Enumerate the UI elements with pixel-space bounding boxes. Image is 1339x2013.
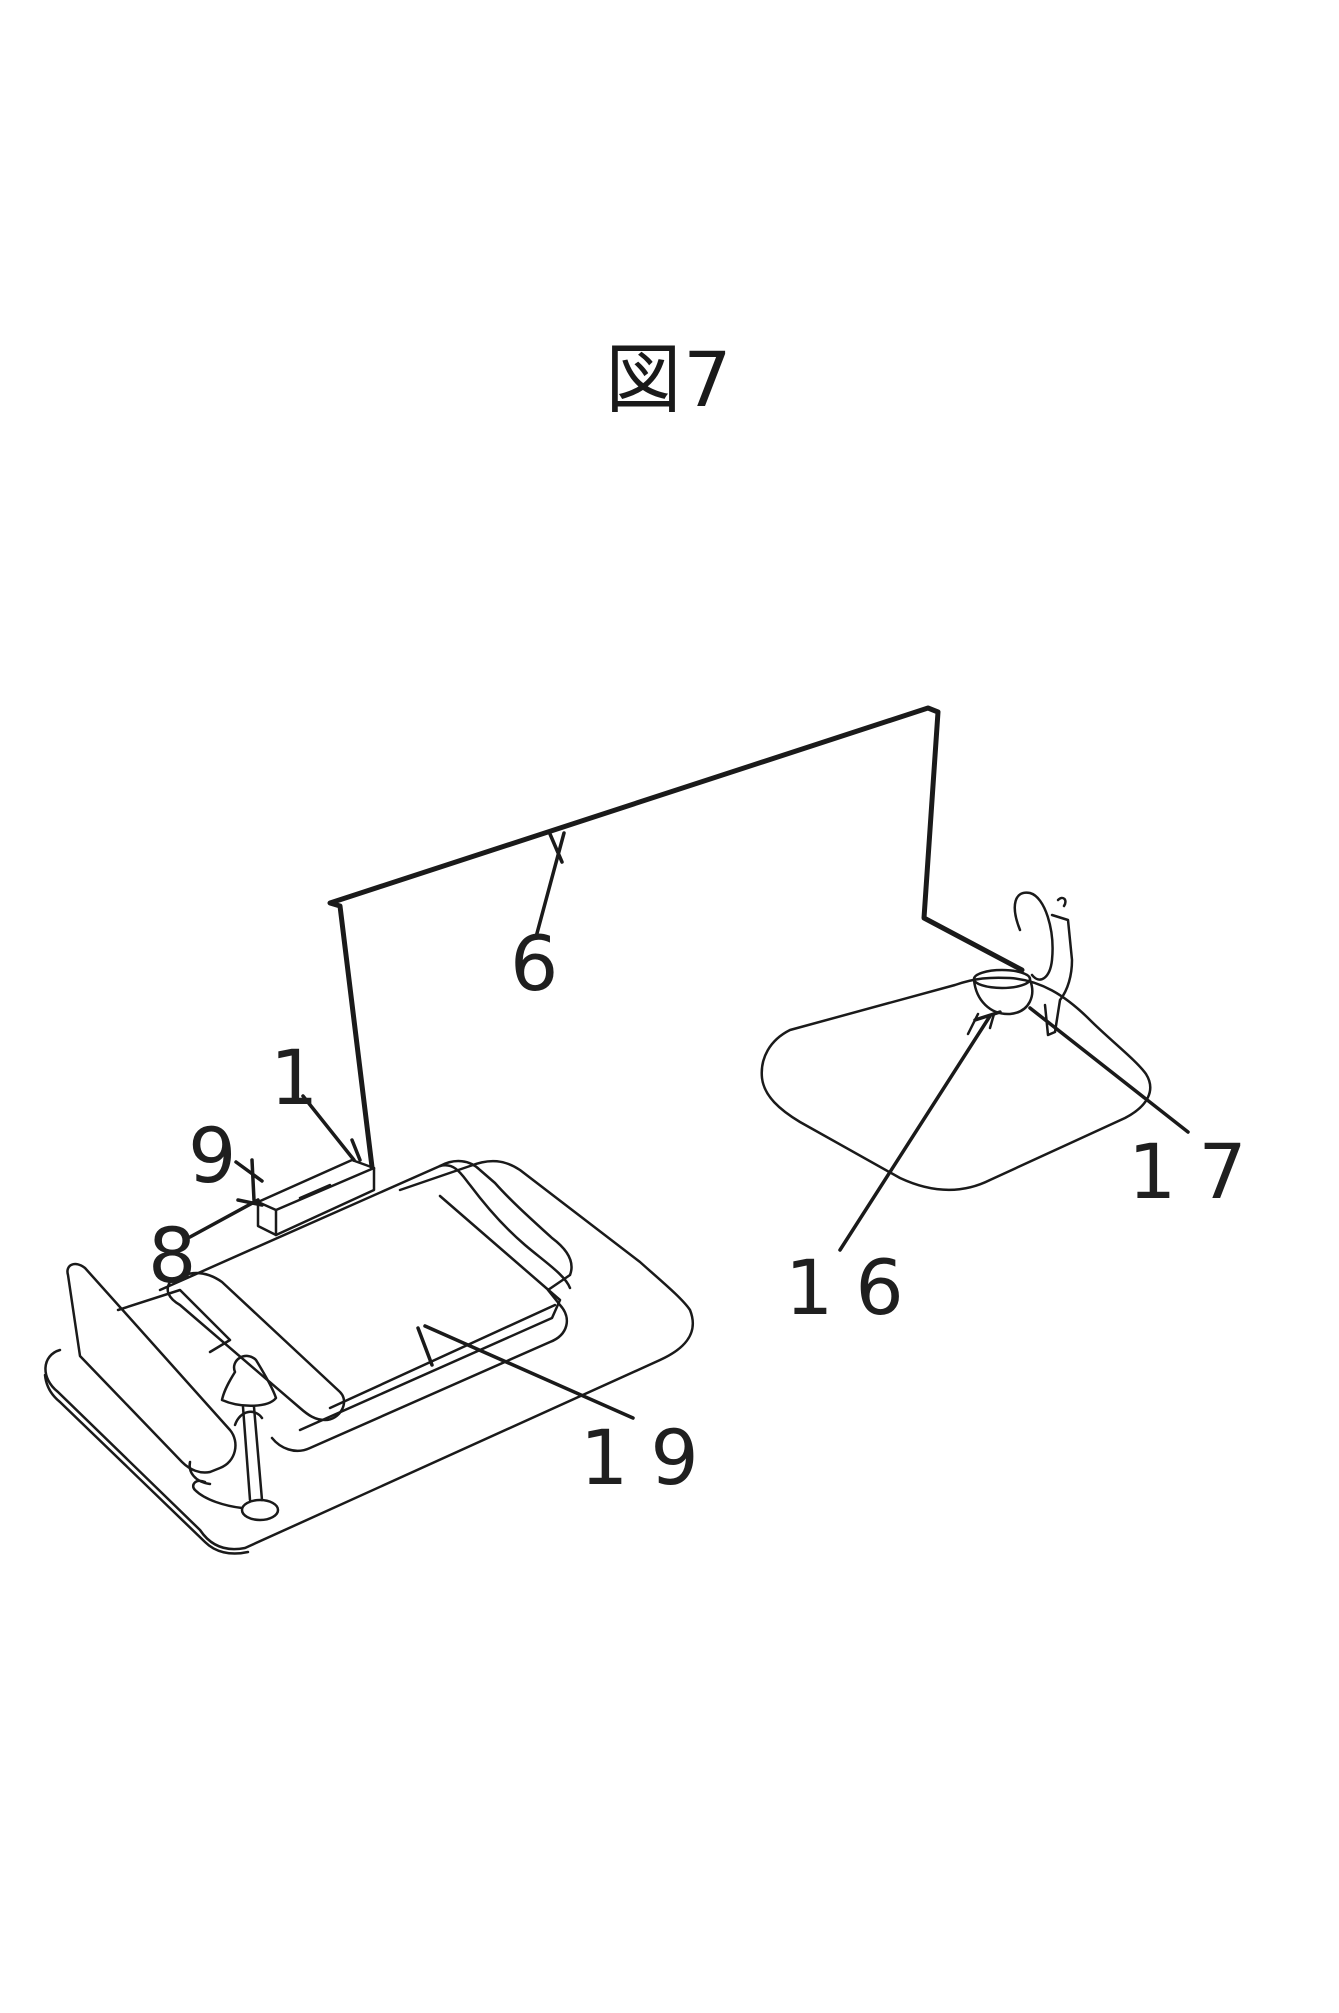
- leader-17: [1028, 1006, 1190, 1134]
- callout-6: 6: [510, 919, 558, 1008]
- toilet: [966, 891, 1074, 1037]
- toilet-floor-mat: [760, 976, 1152, 1192]
- bed-platform: [43, 1159, 695, 1555]
- leader-1: [301, 1094, 362, 1162]
- monitoring-device: [256, 1158, 376, 1237]
- bed-bedding: [116, 1159, 573, 1453]
- leader-lines: [188, 831, 1190, 1420]
- leader-6: [534, 831, 566, 939]
- toilet-bowl: [972, 978, 1034, 1016]
- bedside-lamp: [191, 1354, 280, 1522]
- callout-8: 8: [148, 1211, 196, 1300]
- callout-1: 1: [270, 1033, 318, 1122]
- headboard: [66, 1262, 237, 1486]
- callout-9: 9: [188, 1111, 236, 1200]
- leader-19: [416, 1324, 635, 1420]
- figure-title: 図7: [605, 335, 734, 424]
- callout-17: 17: [1128, 1127, 1269, 1216]
- device-slot: [298, 1183, 332, 1200]
- leader-16: [838, 1010, 1002, 1252]
- callout-19: 19: [580, 1413, 721, 1502]
- partition-wall: [327, 705, 1025, 1170]
- callout-16: 16: [785, 1243, 926, 1332]
- leader-8: [188, 1198, 264, 1239]
- leader-9: [234, 1158, 264, 1202]
